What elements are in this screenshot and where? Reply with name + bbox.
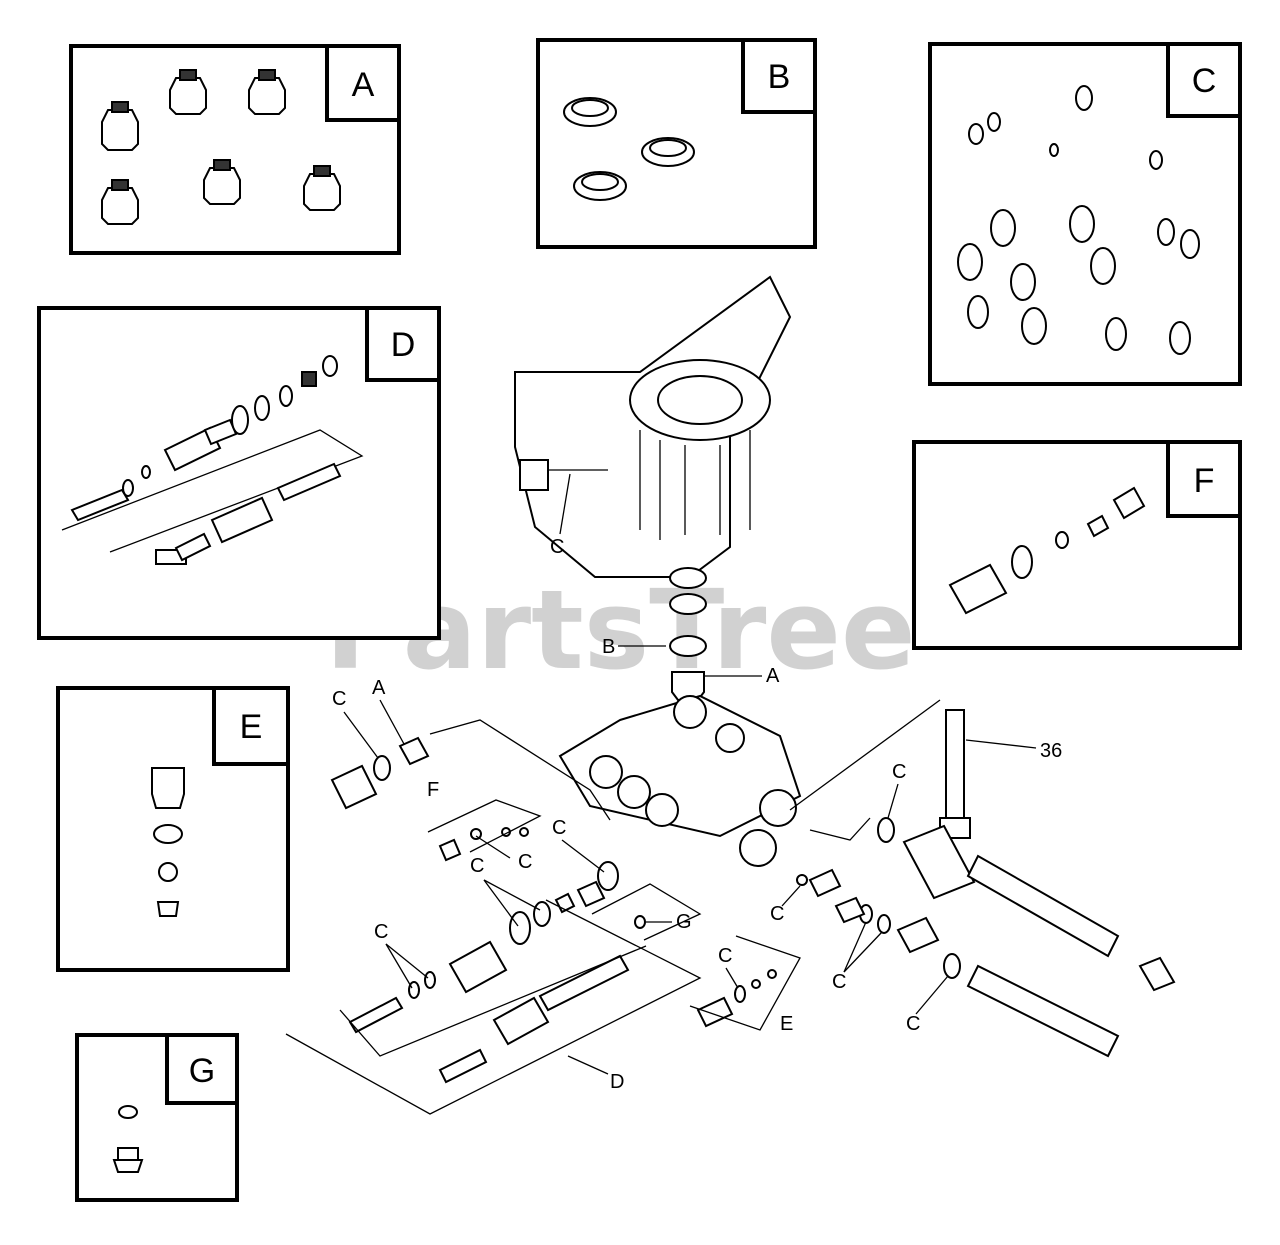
- kit-c-box[interactable]: C: [928, 42, 1242, 386]
- callout-c-f: C: [518, 851, 532, 873]
- kit-g-label: G: [189, 1052, 215, 1090]
- o-ring-icon: [957, 85, 1200, 355]
- kit-d-label: D: [391, 326, 416, 364]
- callout-c-e: C: [718, 945, 732, 967]
- callout-f-kit: F: [427, 779, 439, 801]
- callout-c-r2: C: [770, 903, 784, 925]
- kit-e-label: E: [240, 708, 263, 746]
- callouts: C B A A C 36 F C C C G C C C C C C E: [332, 473, 1062, 1093]
- kit-a-label: A: [352, 66, 375, 104]
- callout-c-mid1: C: [552, 817, 566, 839]
- callout-c-top: C: [550, 536, 564, 558]
- kit-b-box[interactable]: B: [536, 38, 817, 249]
- kit-c-label: C: [1192, 62, 1217, 100]
- callout-e-kit: E: [780, 1013, 793, 1035]
- plug-icon: [112, 1105, 144, 1173]
- check-valve-icon: [948, 486, 1146, 615]
- kit-g-box[interactable]: G: [75, 1033, 239, 1202]
- callout-c-mid2: C: [470, 855, 484, 877]
- seal-icon: [563, 97, 695, 201]
- callout-36: 36: [1040, 740, 1062, 762]
- callout-c-left: C: [332, 688, 346, 710]
- kit-a-box[interactable]: A: [69, 44, 401, 255]
- callout-c-r4: C: [906, 1013, 920, 1035]
- callout-d-kit: D: [610, 1071, 624, 1093]
- kit-d-box[interactable]: D: [37, 306, 441, 640]
- kit-f-label: F: [1194, 462, 1215, 500]
- kit-b-label: B: [768, 58, 791, 96]
- unloader-valve-icon: [61, 355, 364, 565]
- callout-g-kit: G: [676, 911, 692, 933]
- callout-a-valve: A: [766, 665, 780, 687]
- valve-icon: [101, 69, 341, 225]
- kit-f-box[interactable]: F: [912, 440, 1242, 650]
- callout-c-d: C: [374, 921, 388, 943]
- callout-a-left: A: [372, 677, 386, 699]
- kit-e-box[interactable]: E: [56, 686, 290, 972]
- callout-b-seal: B: [602, 636, 615, 658]
- nozzle-icon: [151, 767, 185, 917]
- pump-assembly: [285, 275, 1176, 1115]
- callout-c-right: C: [892, 761, 906, 783]
- callout-c-r3: C: [832, 971, 846, 993]
